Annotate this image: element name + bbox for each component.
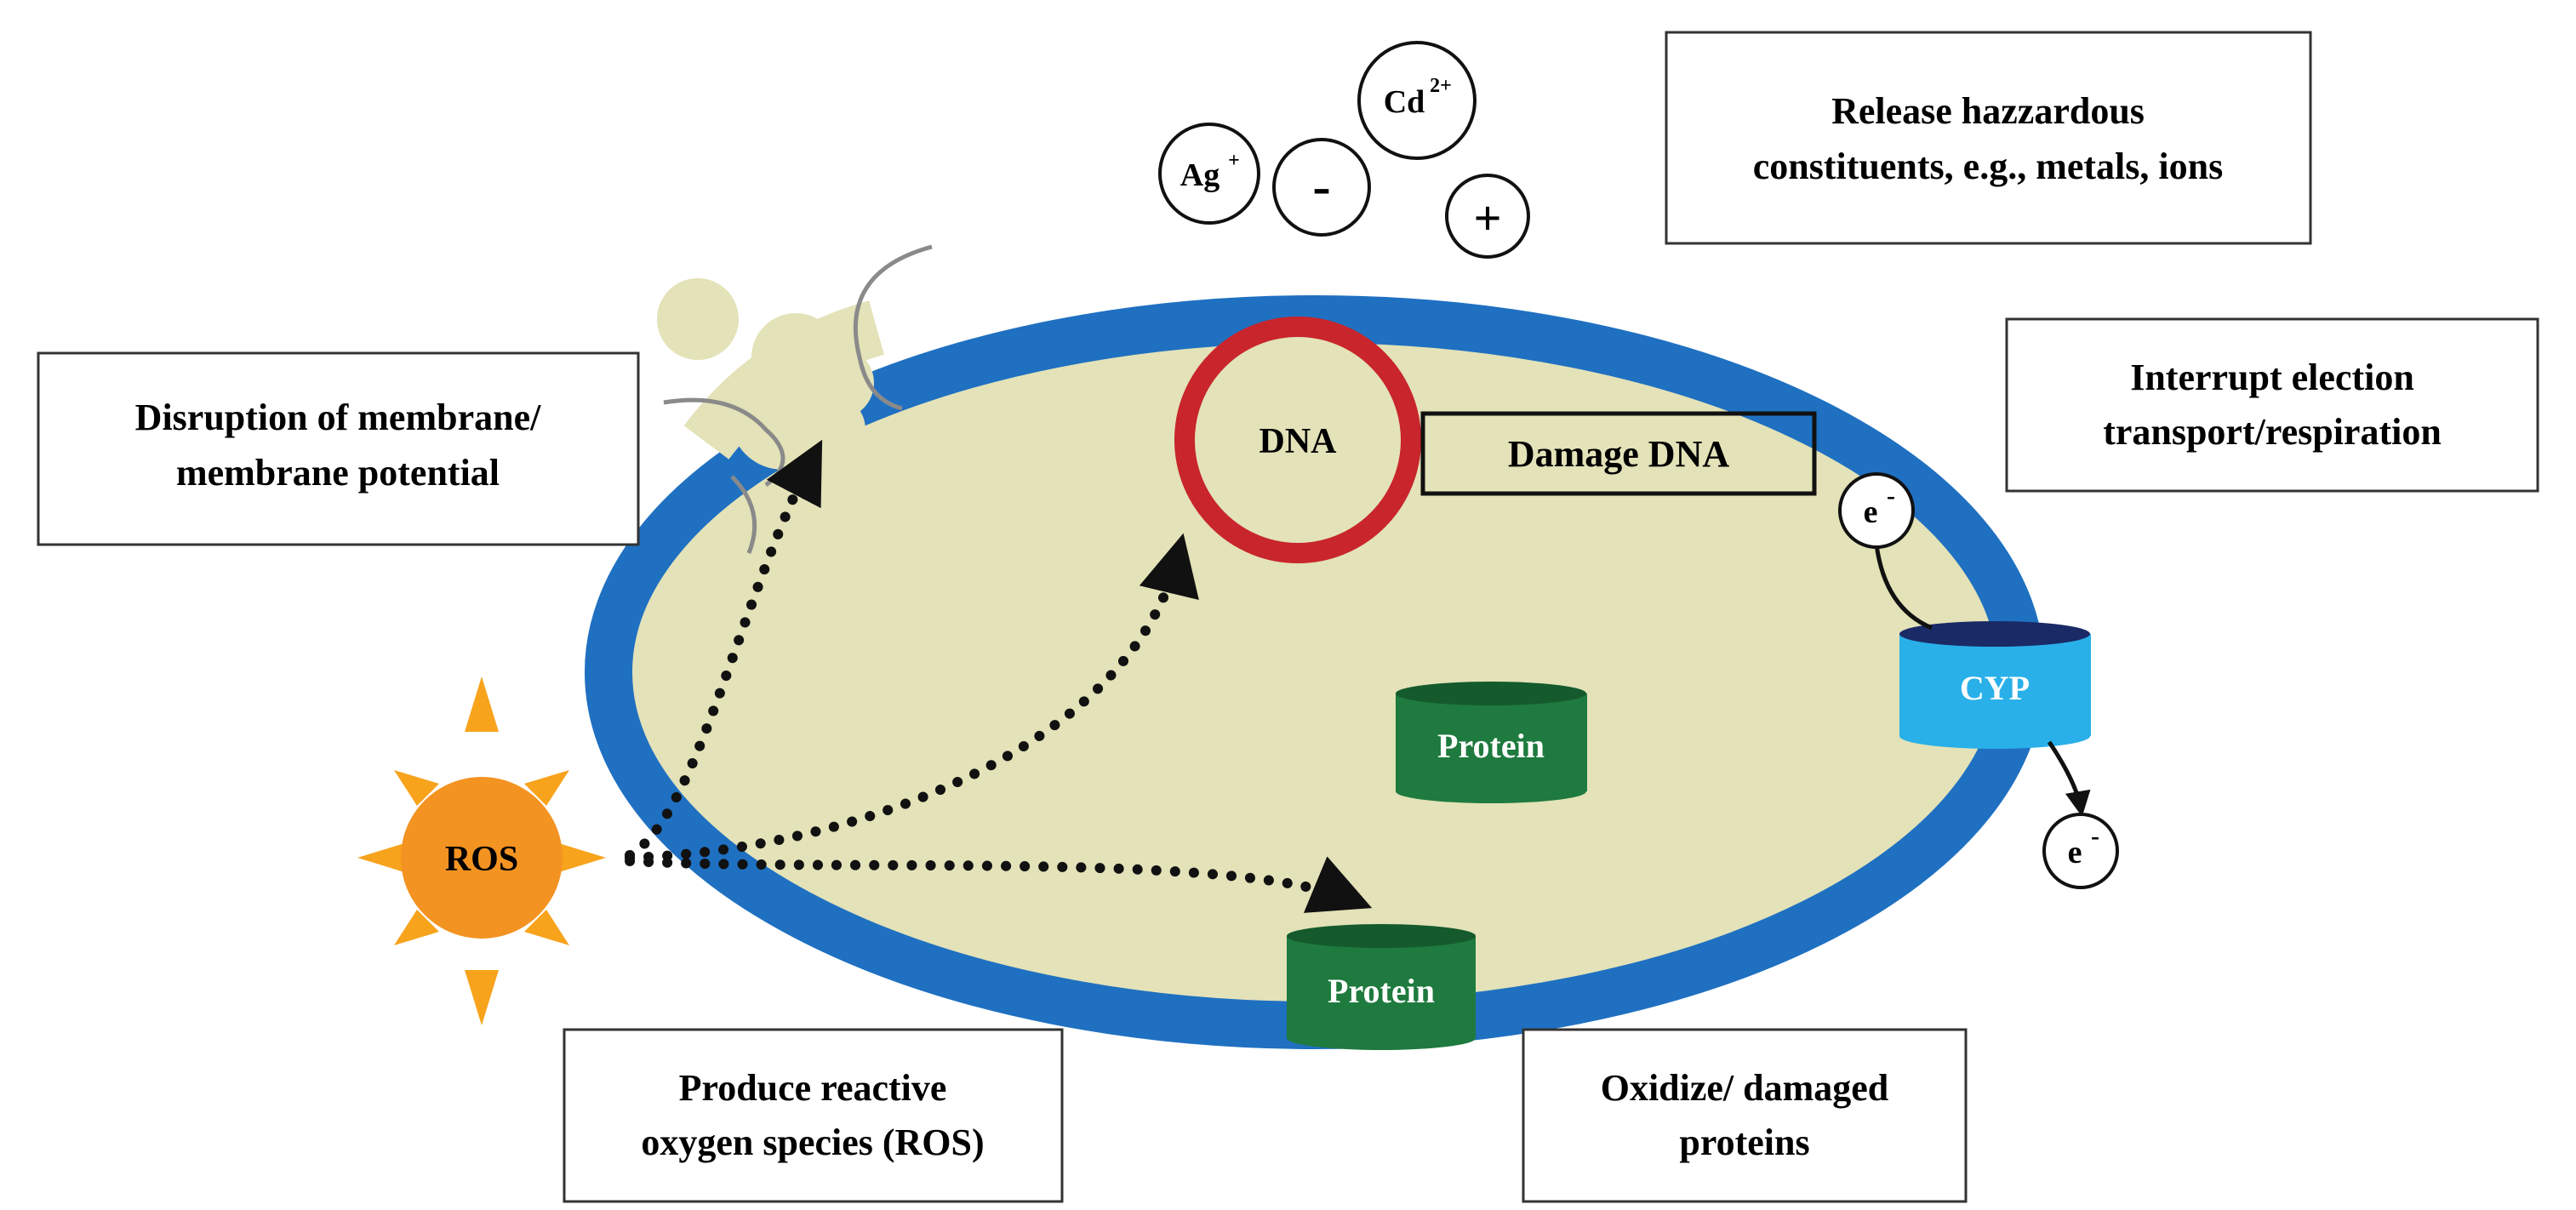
ion-plus: + (1445, 174, 1530, 259)
ros-produce-line-1: Produce reactive (679, 1067, 947, 1109)
arrow-to-membrane (625, 439, 823, 860)
ion-plus-label: + (1473, 191, 1501, 246)
electron-path-out (2047, 740, 2091, 817)
disruption-line-2: membrane potential (176, 452, 500, 494)
release-line-1: Release hazzardous (1831, 90, 2145, 132)
ion-cd-label: Cd (1384, 84, 1425, 120)
oxidize-line-1: Oxidize/ damaged (1601, 1067, 1889, 1109)
electron-path-in (1874, 544, 1933, 631)
ros-rays (357, 676, 606, 1025)
damage-dna-box: Damage DNA (1420, 411, 1817, 496)
protein-inner: Protein (1396, 682, 1587, 803)
release-box: Release hazzardous constituents, e.g., m… (1665, 31, 2312, 245)
ros-arrows (625, 439, 1373, 913)
ros-sun: ROS (357, 676, 606, 1025)
disruption-line-1: Disruption of membrane/ (135, 397, 541, 438)
ion-ag-label: Ag (1180, 157, 1219, 193)
electron-bottom-label: e (2068, 835, 2082, 870)
electron-bottom: e - (2042, 813, 2119, 889)
interrupt-line-1: Interrupt election (2130, 357, 2414, 398)
protein-membrane: Protein (1287, 924, 1476, 1050)
electron-top-label: e (1864, 494, 1878, 530)
membrane-debris (657, 244, 933, 554)
ros-produce-line-2: oxygen species (ROS) (641, 1122, 984, 1163)
electron-top: e - (1838, 472, 1915, 549)
arrow-to-dna (625, 533, 1199, 863)
ion-cd-charge: 2+ (1430, 75, 1452, 97)
ion-minus: - (1272, 138, 1371, 237)
ion-ag: Ag + (1158, 123, 1260, 225)
electron-top-charge: - (1887, 482, 1895, 510)
debris-strand-3 (730, 475, 757, 554)
oxidize-box: Oxidize/ damaged proteins (1522, 1028, 1968, 1203)
debris-strand-1 (853, 244, 933, 411)
ion-ag-charge: + (1228, 150, 1240, 172)
cyp-label: CYP (1960, 669, 2030, 707)
ros-label: ROS (445, 840, 518, 879)
ion-cd: Cd 2+ (1357, 41, 1476, 160)
dna: DNA (1174, 317, 1421, 563)
ion-minus-label: - (1312, 156, 1330, 216)
electron-bottom-charge: - (2091, 822, 2099, 850)
ros-produce-box: Produce reactive oxygen species (ROS) (563, 1028, 1064, 1203)
release-line-2: constituents, e.g., metals, ions (1753, 146, 2223, 187)
protein-membrane-label: Protein (1328, 972, 1435, 1010)
damage-dna-label: Damage DNA (1508, 433, 1730, 475)
interrupt-line-2: transport/respiration (2103, 411, 2442, 453)
cyp-complex: CYP (1899, 621, 2091, 749)
interrupt-box: Interrupt election transport/respiration (2005, 317, 2539, 493)
protein-inner-label: Protein (1437, 727, 1545, 765)
oxidize-line-2: proteins (1679, 1122, 1809, 1163)
disruption-box: Disruption of membrane/ membrane potenti… (37, 351, 640, 546)
arrow-to-protein (625, 856, 1373, 913)
dna-label: DNA (1259, 422, 1338, 461)
